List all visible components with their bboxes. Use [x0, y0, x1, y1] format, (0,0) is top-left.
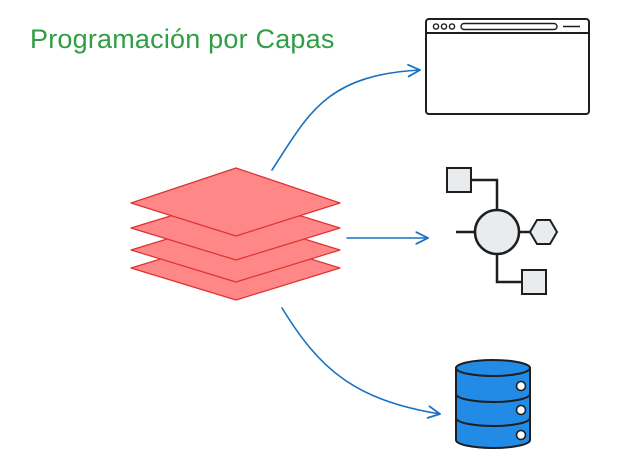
- browser-window-icon: [425, 18, 590, 115]
- database-icon: [455, 359, 531, 449]
- arrow-to-database: [281, 307, 441, 419]
- layer-1: [130, 167, 341, 237]
- connectors: [271, 63, 441, 419]
- arrow-to-browser: [271, 63, 421, 171]
- layers-stack-icon: [130, 167, 341, 301]
- service-hub-icon: [446, 167, 559, 295]
- diagram-title: Programación por Capas: [30, 24, 335, 54]
